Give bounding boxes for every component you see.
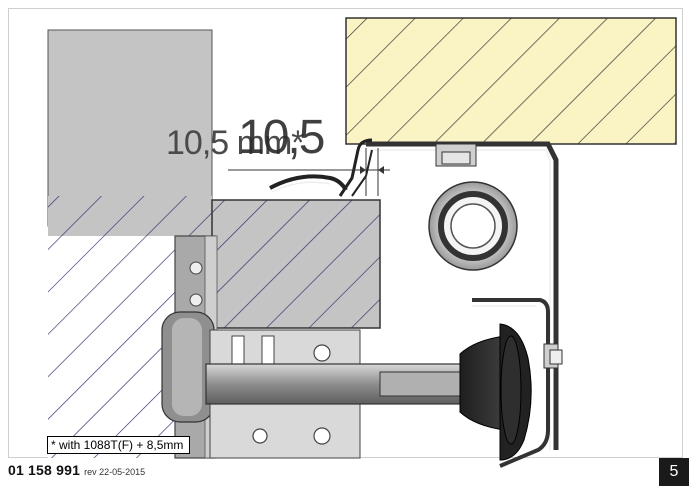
hatched-section-lower-left <box>48 236 180 458</box>
door-profile-upper <box>47 29 213 227</box>
footnote-box: * with 1088T(F) + 8,5mm <box>47 436 191 454</box>
door-leaf-section <box>211 199 381 329</box>
page-number-badge: 5 <box>659 458 689 486</box>
revision-label: rev 22-05-2015 <box>84 467 146 477</box>
dimension-label-large: 10,5 <box>238 111 325 164</box>
dimension-label-small: 10,5 mm* <box>166 124 304 162</box>
seal-lip <box>269 174 348 192</box>
door-profile-hatched-band <box>48 196 212 236</box>
frame-profile-inner <box>472 298 550 468</box>
lintel-wall <box>345 17 677 145</box>
document-number: 01 158 991 <box>8 462 81 478</box>
